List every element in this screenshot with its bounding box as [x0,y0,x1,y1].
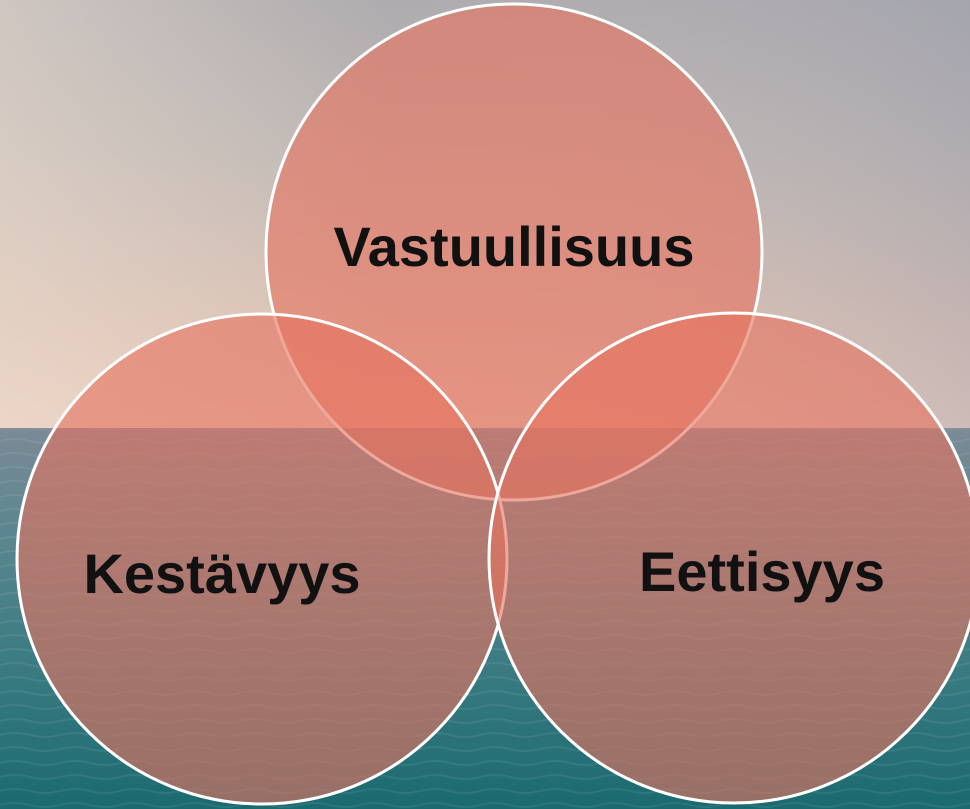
venn-circles [15,2,970,806]
label-kestavyys: Kestävyys [83,542,360,605]
label-vastuullisuus: Vastuullisuus [334,215,695,278]
circle-eettisyys [487,311,970,805]
label-eettisyys: Eettisyys [639,540,885,603]
